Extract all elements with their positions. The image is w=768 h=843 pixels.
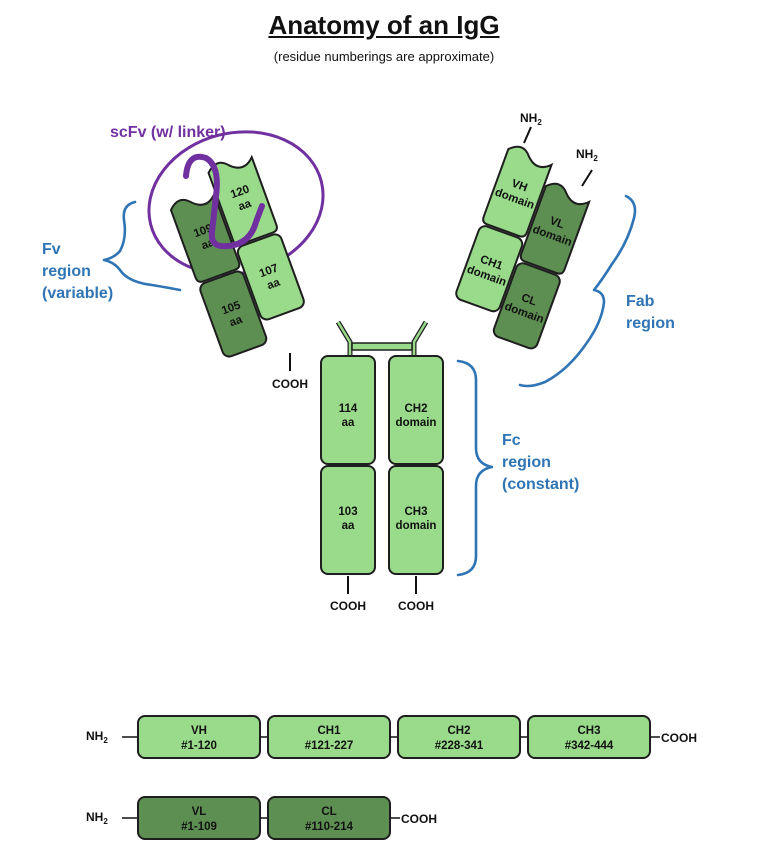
right-fab-arm: VH domain VL domain CH1 domain CL domain (455, 145, 591, 350)
fc-left-ch2-line2: aa (342, 417, 355, 429)
fab-region-brace (518, 194, 637, 388)
right-vh-nh2-tick (523, 126, 532, 144)
heavy-chain-ch1-name: CH1 (317, 725, 341, 737)
fc-left-cooh-label: COOH (330, 599, 366, 613)
left-heavy-variable-line2: aa (237, 197, 254, 213)
hinge-disulfide-bridge (351, 342, 413, 351)
fc-left-ch3-line1: 103 (338, 506, 357, 518)
right-ch1-domain (455, 225, 524, 313)
left-light-cooh-label: COOH (272, 377, 308, 391)
light-chain-cl-range: #110-214 (305, 821, 354, 833)
right-vl-domain (519, 182, 591, 275)
fc-left-ch3-domain (320, 465, 376, 575)
heavy-chain-vh-range: #1-120 (181, 740, 217, 752)
scfv-label: scFv (w/ linker) (110, 124, 226, 141)
light-chain-vl-name: VL (192, 806, 207, 818)
light-chain-nh2-label: NH2 (86, 810, 108, 826)
fv-region-brace (102, 200, 182, 292)
left-heavy-constant-line2: aa (266, 276, 283, 292)
light-chain-vl-range: #1-109 (181, 821, 217, 833)
fc-right-ch2-line1: CH2 (404, 403, 427, 415)
heavy-chain-ch3-range: #342-444 (565, 740, 614, 752)
light-chain-cooh-label: COOH (401, 812, 437, 826)
light-chain-cl-name: CL (321, 806, 336, 818)
fc-left-ch2-line1: 114 (339, 403, 358, 415)
fc-right-ch2-line2: domain (396, 417, 437, 429)
right-vl-nh2-tick (581, 169, 593, 187)
heavy-chain-ch3-name: CH3 (577, 725, 600, 737)
fc-region-brace (456, 359, 494, 577)
fc-right-ch3-line2: domain (396, 520, 437, 532)
hinge-left-stem-fill (336, 321, 352, 356)
fc-region-label-line2: region (502, 454, 551, 471)
fc-right-cooh-label: COOH (398, 599, 434, 613)
fv-region-label-line3: (variable) (42, 285, 113, 302)
fab-region-label-line1: Fab (626, 293, 655, 310)
heavy-chain-ch2-range: #228-341 (435, 740, 484, 752)
left-light-variable-domain (169, 191, 241, 283)
left-light-constant-domain (199, 270, 268, 358)
fc-left-ch2-domain (320, 355, 376, 465)
left-light-constant-line2: aa (228, 313, 245, 329)
heavy-chain-vh-name: VH (191, 725, 207, 737)
fc-region-label-line1: Fc (502, 432, 521, 449)
hinge-right-stem-fill (412, 321, 428, 356)
heavy-chain-nh2-label: NH2 (86, 729, 108, 745)
heavy-chain-ch1-range: #121-227 (305, 740, 354, 752)
fc-left-ch3-line2: aa (342, 520, 355, 532)
right-cl-line1: CL (520, 292, 539, 309)
right-vl-nh2-label: NH2 (576, 147, 598, 163)
right-vh-domain (482, 145, 554, 238)
fc-right-ch3-domain (388, 465, 444, 575)
left-fab-arm: 120 aa 109 aa 107 aa 105 aa (169, 154, 305, 358)
fc-right-ch2-domain (388, 355, 444, 465)
fv-region-label-line1: Fv (42, 241, 61, 258)
heavy-chain-map: NH2 VH #1-120 CH1 #121-227 CH2 #228-341 … (86, 715, 697, 759)
diagram-title: Anatomy of an IgG (268, 10, 500, 40)
left-heavy-constant-domain (236, 233, 305, 321)
fc-region-label-line3: (constant) (502, 476, 579, 493)
right-vl-line1: VL (548, 215, 566, 231)
light-chain-map: NH2 VL #1-109 CL #110-214 COOH (86, 796, 437, 840)
right-vh-nh2-label: NH2 (520, 111, 542, 127)
scfv-linker (183, 153, 265, 250)
fv-region-label-line2: region (42, 263, 91, 280)
heavy-chain-ch2-name: CH2 (447, 725, 470, 737)
right-vh-line1: VH (510, 178, 529, 195)
fc-right-ch3-line1: CH3 (404, 506, 427, 518)
right-cl-domain (492, 262, 561, 350)
heavy-chain-cooh-label: COOH (661, 731, 697, 745)
fab-region-label-line2: region (626, 315, 675, 332)
diagram-subtitle: (residue numberings are approximate) (273, 49, 495, 64)
